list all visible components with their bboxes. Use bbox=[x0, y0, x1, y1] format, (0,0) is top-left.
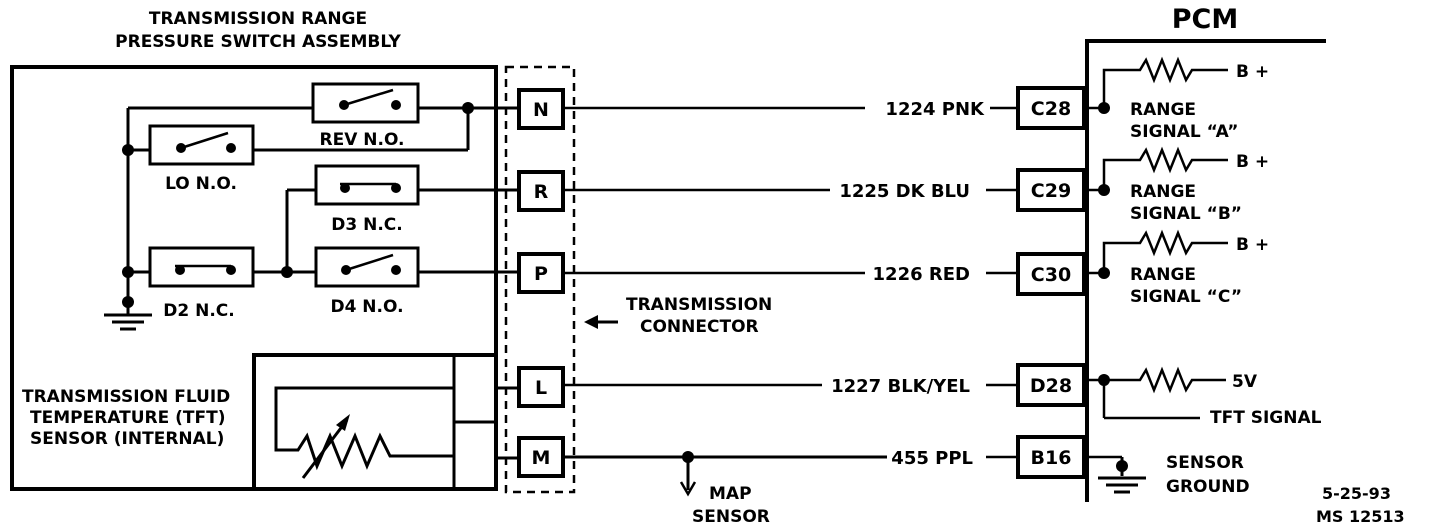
terminal-c30: C30 bbox=[1031, 264, 1071, 286]
range-signal-circuits bbox=[1087, 56, 1228, 279]
map-sensor-branch bbox=[679, 451, 697, 497]
pin-r: R bbox=[534, 181, 549, 203]
d3-switch-label: D3 N.C. bbox=[331, 215, 402, 235]
assembly-title-line1: TRANSMISSION RANGE bbox=[149, 9, 367, 29]
wire-label-1225: 1225 DK BLU bbox=[839, 181, 970, 202]
pcm-boundary bbox=[1085, 39, 1326, 502]
connector-label-line2: CONNECTOR bbox=[640, 317, 759, 337]
pin-p: P bbox=[534, 263, 548, 285]
footer-code: MS 12513 bbox=[1316, 507, 1405, 526]
supply-b: B + bbox=[1236, 152, 1269, 172]
pcm-label: PCM bbox=[1172, 4, 1238, 35]
transmission-connector-outline bbox=[504, 65, 576, 494]
junction-dots bbox=[122, 102, 474, 308]
sensor-ground-line2: GROUND bbox=[1166, 477, 1250, 497]
rev-switch bbox=[311, 82, 420, 124]
d4-switch bbox=[314, 246, 420, 288]
wire-label-455: 455 PPL bbox=[891, 448, 973, 469]
terminal-d28: D28 bbox=[1030, 375, 1072, 397]
harness-wires bbox=[563, 106, 1018, 459]
range-b-line1: RANGE bbox=[1130, 182, 1196, 202]
terminal-c29: C29 bbox=[1031, 180, 1071, 202]
switch-network bbox=[104, 106, 517, 331]
supply-a: B + bbox=[1236, 62, 1269, 82]
d2-switch-label: D2 N.C. bbox=[163, 301, 234, 321]
wire-label-1227: 1227 BLK/YEL bbox=[831, 376, 970, 397]
range-c-line1: RANGE bbox=[1130, 265, 1196, 285]
sensor-ground-symbol bbox=[1087, 455, 1146, 494]
tft-label-line1: TRANSMISSION FLUID bbox=[22, 387, 230, 407]
supply-5v: 5V bbox=[1232, 372, 1258, 392]
d2-switch bbox=[148, 246, 255, 288]
d3-switch bbox=[314, 164, 420, 206]
terminal-c28: C28 bbox=[1031, 98, 1071, 120]
wire-label-1226: 1226 RED bbox=[873, 264, 970, 285]
connector-arrow bbox=[584, 315, 618, 329]
footer-date: 5-25-93 bbox=[1322, 484, 1391, 503]
tft-label-line2: TEMPERATURE (TFT) bbox=[30, 408, 226, 428]
pcm-terminal-boxes bbox=[1016, 86, 1086, 479]
tft-signal-label: TFT SIGNAL bbox=[1210, 408, 1322, 428]
sensor-ground-line1: SENSOR bbox=[1166, 453, 1244, 473]
connector-label-line1: TRANSMISSION bbox=[626, 295, 772, 315]
supply-c: B + bbox=[1236, 235, 1269, 255]
pin-l: L bbox=[535, 377, 547, 399]
terminal-b16: B16 bbox=[1031, 447, 1072, 469]
wire-label-1224: 1224 PNK bbox=[885, 99, 985, 120]
pin-n: N bbox=[533, 99, 549, 121]
tft-label-line3: SENSOR (INTERNAL) bbox=[30, 429, 224, 449]
map-sensor-line1: MAP bbox=[709, 484, 752, 504]
d4-switch-label: D4 N.O. bbox=[330, 297, 403, 317]
range-a-line2: SIGNAL “A” bbox=[1130, 122, 1238, 142]
rev-switch-label: REV N.O. bbox=[320, 130, 405, 150]
range-a-line1: RANGE bbox=[1130, 100, 1196, 120]
assembly-title-line2: PRESSURE SWITCH ASSEMBLY bbox=[115, 32, 401, 52]
lo-switch-label: LO N.O. bbox=[165, 174, 237, 194]
map-sensor-line2: SENSOR bbox=[692, 507, 770, 527]
range-b-line2: SIGNAL “B” bbox=[1130, 204, 1242, 224]
tft-signal-circuit bbox=[1087, 366, 1226, 420]
thermistor-symbol bbox=[274, 386, 454, 479]
pin-m: M bbox=[532, 447, 551, 469]
lo-switch bbox=[148, 124, 255, 166]
range-c-line2: SIGNAL “C” bbox=[1130, 287, 1242, 307]
